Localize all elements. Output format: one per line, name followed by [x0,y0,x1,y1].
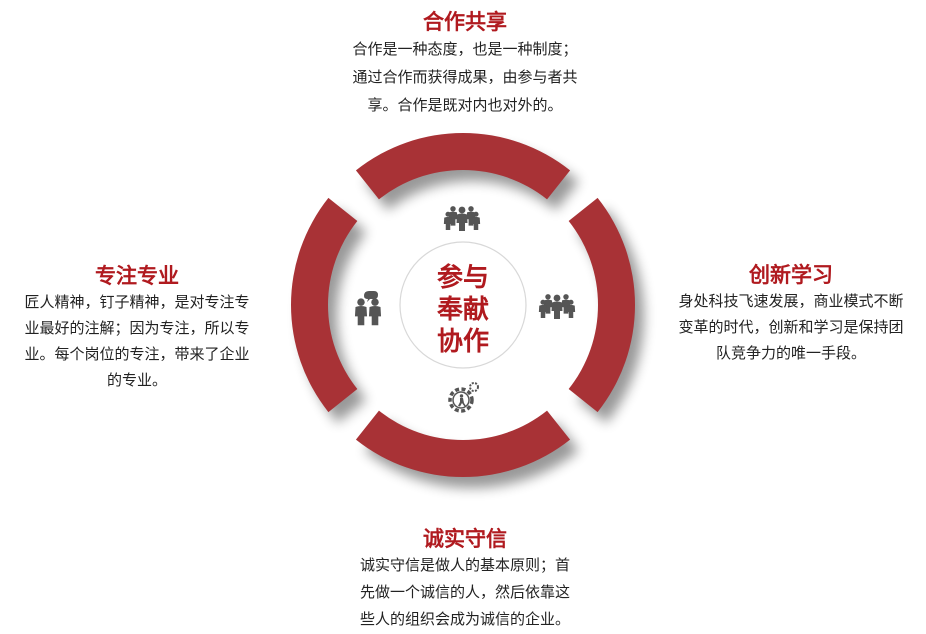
section-text-line: 变革的时代，创新和学习是保持团 [678,318,904,336]
section-right: 创新学习 身处科技飞速发展，商业模式不断 变革的时代，创新和学习是保持团 队竞争… [660,262,922,366]
section-text-line: 匠人精神，钉子精神，是对专注专 [24,293,250,311]
ring-segment-left [291,197,358,413]
section-text-line: 身处科技飞速发展，商业模式不断 [678,292,904,310]
section-text-line: 业。每个岗位的专注，带来了企业 [24,345,250,363]
center-line: 奉献 [436,295,489,325]
ring-segment-top [355,133,571,200]
center-line: 协作 [436,327,489,357]
gear-person-icon [448,382,479,413]
ring-segment-bottom [355,410,571,477]
section-text-line: 队竞争力的唯一手段。 [715,344,866,362]
team-group-icon [443,206,481,231]
center-line: 参与 [436,263,489,293]
team-group-icon [538,294,576,319]
section-text-line: 些人的组织会成为诚信的企业。 [359,610,570,628]
section-bottom: 诚实守信 诚实守信是做人的基本原则；首 先做一个诚信的人，然后依靠这 些人的组织… [320,526,610,633]
section-text-line: 合作是一种态度，也是一种制度； [352,40,578,58]
section-text-line: 业最好的注解；因为专注，所以专 [24,319,250,337]
ring-segment-right [568,197,635,413]
section-text-line: 的专业。 [106,371,167,389]
center-label: 参与 奉献 协作 [413,262,513,358]
section-title: 诚实守信 [423,527,507,551]
section-text-line: 诚实守信是做人的基本原则；首 [359,556,570,574]
handshake-dialogue-icon [354,291,382,326]
section-title: 专注专业 [95,264,179,288]
section-text-line: 先做一个诚信的人，然后依靠这 [359,583,570,601]
center-circle [399,241,527,369]
section-title: 合作共享 [423,10,507,34]
section-text-line: 通过合作而获得成果，由参与者共 [352,68,578,86]
section-title: 创新学习 [749,263,833,287]
section-top: 合作共享 合作是一种态度，也是一种制度； 通过合作而获得成果，由参与者共 享。合… [320,9,610,119]
section-text-line: 享。合作是既对内也对外的。 [367,96,563,114]
section-left: 专注专业 匠人精神，钉子精神，是对专注专 业最好的注解；因为专注，所以专 业。每… [8,263,266,393]
